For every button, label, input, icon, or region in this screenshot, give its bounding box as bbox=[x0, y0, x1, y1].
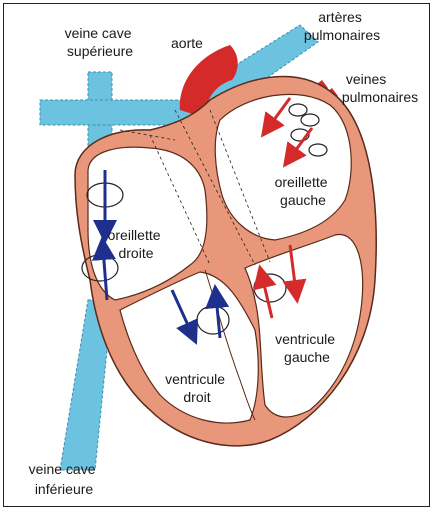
label-veine-cave-inferieure: veine cave inférieure bbox=[29, 461, 100, 497]
label-arteres-pulmonaires: artères pulmonaires bbox=[304, 9, 380, 43]
label-veine-cave-superieure: veine cave supérieure bbox=[65, 25, 136, 59]
label-aorte: aorte bbox=[171, 35, 203, 51]
label-veines-pulmonaires: veines pulmonaires bbox=[342, 71, 418, 105]
